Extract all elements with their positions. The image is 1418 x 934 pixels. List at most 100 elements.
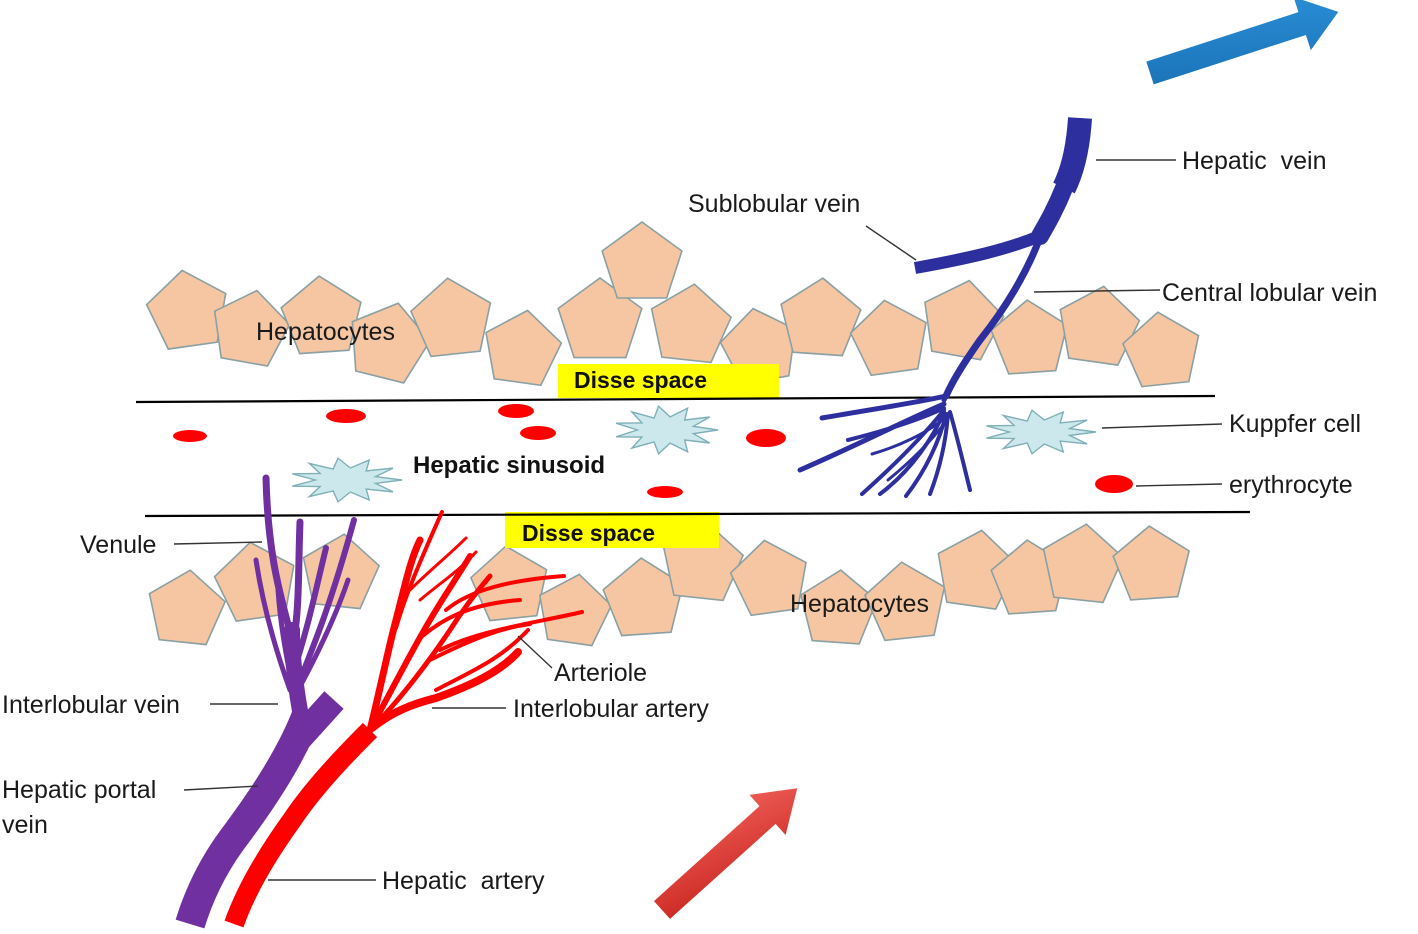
central-vein-branchlet: [928, 412, 950, 496]
central-vein-branchlet: [860, 408, 946, 496]
arterial-tree: [224, 510, 584, 928]
central-vein-branchlet: [870, 418, 944, 456]
kupffer-cell: [292, 457, 403, 503]
kupffer-cells: [292, 404, 1097, 503]
portal-vein-tree: [175, 474, 357, 929]
central-vein-branchlet: [886, 422, 946, 482]
label-hepatic-portal-vein-line2: vein: [2, 811, 48, 839]
label-disse-space-top: Disse space: [574, 367, 707, 393]
leader-arteriole: [517, 635, 553, 669]
venule: [262, 474, 296, 644]
hepatic-vein: [1053, 117, 1092, 194]
hepatocyte-row-bottom: [148, 521, 1191, 647]
label-hepatic-sinusoid: Hepatic sinusoid: [413, 452, 605, 479]
label-hepatic-artery: Hepatic artery: [382, 867, 545, 895]
erythrocytes: [173, 404, 1133, 498]
disse-space-bottom-highlight: [505, 512, 719, 548]
arrow-up-right-icon: [653, 788, 798, 919]
venule-branch: [297, 517, 357, 683]
arteriole: [444, 574, 566, 612]
hepatocyte-cell: [213, 289, 291, 367]
inflow-arrow: [653, 788, 798, 919]
label-central-lobular-vein: Central lobular vein: [1162, 279, 1377, 307]
outflow-arrow: [1146, 0, 1339, 85]
erythrocyte: [746, 429, 786, 447]
label-hepatic-vein: Hepatic vein: [1182, 147, 1327, 175]
label-venule: Venule: [80, 531, 156, 559]
central-lobular-vein-branch: [941, 257, 1033, 403]
hepatocyte-cell: [990, 299, 1069, 375]
kupffer-cell: [615, 404, 719, 456]
hepatic-portal-vein: [175, 706, 323, 929]
hepatocyte-cell: [148, 569, 227, 646]
hepatocyte-cell: [849, 299, 927, 377]
hepatocyte-cell: [1112, 525, 1191, 601]
label-erythrocyte: erythrocyte: [1229, 471, 1353, 499]
hepatocyte-row-top: [145, 221, 1200, 388]
hepatocyte-cell: [729, 539, 807, 617]
erythrocyte: [326, 409, 366, 423]
venule-branch: [293, 545, 329, 667]
kupffer-cell: [986, 409, 1097, 455]
central-vein-branchlet: [904, 412, 948, 498]
interlobular-artery: [368, 648, 522, 732]
leader-kupffer-cell: [1101, 423, 1223, 429]
arteriole: [434, 628, 530, 692]
erythrocyte: [1095, 475, 1133, 493]
hepatocyte-cell: [780, 277, 862, 357]
label-hepatic-portal-vein-line1: Hepatic portal: [2, 776, 156, 804]
arteriole: [394, 510, 444, 630]
hepatic-artery: [224, 722, 378, 928]
sinusoid-wall-top: [135, 394, 1216, 404]
arteriole: [418, 550, 478, 602]
hepatocyte-cell: [538, 573, 613, 647]
hepatocyte-cell: [1059, 285, 1141, 366]
leader-venule: [173, 541, 263, 545]
label-sublobular-vein: Sublobular vein: [688, 190, 860, 218]
central-vein-branchlet: [948, 410, 972, 492]
disse-space-top-highlight: [558, 364, 779, 398]
label-hepatocytes-bottom: Hepatocytes: [790, 590, 929, 618]
venule-branch: [275, 587, 299, 703]
sublobular-vein: [913, 230, 1043, 274]
erythrocyte: [498, 404, 534, 418]
sinusoid-wall-bottom: [144, 510, 1251, 518]
hepatic-vein-tree: [797, 117, 1092, 498]
hepatocyte-cell: [280, 275, 362, 355]
hepatic-vein-trunk: [1031, 179, 1073, 245]
erythrocyte: [173, 430, 207, 442]
leader-lines: [173, 159, 1223, 881]
venule-branch: [295, 577, 351, 693]
interlobular-artery: [369, 553, 473, 729]
central-vein-branchlet: [819, 393, 949, 421]
hepatocyte-cell: [145, 269, 227, 350]
leader-sublobular-vein: [865, 225, 917, 261]
hepatocyte-cell: [409, 277, 492, 358]
venule-branch: [288, 518, 304, 654]
hepatocyte-cell: [1042, 523, 1125, 604]
leader-erythrocyte: [1135, 483, 1223, 487]
arteriole: [408, 536, 468, 592]
arteriole: [428, 622, 532, 662]
hepatocyte-cell: [650, 283, 733, 364]
arteriole: [416, 598, 522, 642]
hepatocyte-cell: [863, 561, 946, 642]
label-interlobular-vein: Interlobular vein: [2, 691, 180, 719]
label-interlobular-artery: Interlobular artery: [513, 695, 709, 723]
label-disse-space-bottom: Disse space: [522, 520, 655, 546]
arrow-up-right-icon: [1146, 0, 1339, 85]
label-hepatocytes-top: Hepatocytes: [256, 318, 395, 346]
interlobular-artery: [366, 536, 424, 734]
hepatocyte-cell: [601, 221, 683, 299]
leader-central-lobular-vein: [1033, 289, 1161, 293]
erythrocyte: [647, 486, 683, 498]
leader-hepatic-portal-vein: [183, 785, 259, 791]
interlobular-vein-block: [286, 691, 344, 751]
central-vein-branchlet: [846, 406, 946, 442]
venule-branch: [253, 557, 293, 693]
hepatocyte-cell: [485, 309, 563, 387]
label-kupffer-cell: Kuppfer cell: [1229, 410, 1361, 438]
hepatocyte-cell: [1121, 311, 1200, 388]
label-arteriole: Arteriole: [554, 659, 647, 687]
